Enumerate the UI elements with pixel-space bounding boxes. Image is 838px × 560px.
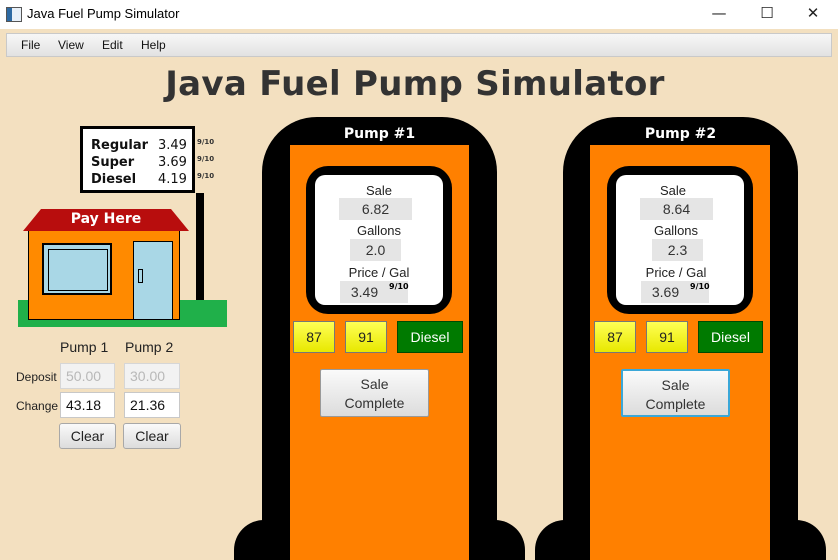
pump1-column-header: Pump 1: [60, 339, 109, 355]
menu-view[interactable]: View: [58, 38, 84, 52]
gallons-value: 2.0: [350, 239, 401, 261]
pump-1-fuel-91-button[interactable]: 91: [345, 321, 387, 353]
maximize-button[interactable]: ☐: [760, 4, 774, 22]
pump-1-sale-complete-button[interactable]: Sale Complete: [320, 369, 429, 417]
store-window: [42, 243, 112, 295]
fuel-name: Diesel: [91, 172, 137, 187]
pump-2-fuel-87-button[interactable]: 87: [594, 321, 636, 353]
sale-value: 6.82: [339, 198, 412, 220]
fuel-price: 3.49: [158, 138, 187, 153]
tenth-cent-icon: 9/10: [197, 172, 215, 180]
deposit-label: Deposit: [16, 370, 57, 384]
price-per-gallon-label: Price / Gal: [645, 265, 707, 280]
menu-help[interactable]: Help: [141, 38, 166, 52]
sale-label: Sale: [659, 183, 687, 198]
window-title: Java Fuel Pump Simulator: [27, 6, 180, 21]
fuel-name: Regular: [91, 138, 149, 153]
pump-2-sale-complete-button[interactable]: Sale Complete: [621, 369, 730, 417]
pump-2-fuel-91-button[interactable]: 91: [646, 321, 688, 353]
pump2-deposit-field: 30.00: [124, 363, 180, 389]
minimize-button[interactable]: —: [711, 4, 727, 22]
change-label: Change: [16, 399, 59, 413]
tenth-cent-icon: 9/10: [197, 138, 215, 146]
pump-2-fuel-diesel-button[interactable]: Diesel: [698, 321, 763, 353]
pump-2-title: Pump #2: [644, 126, 717, 142]
gallons-value: 2.3: [652, 239, 703, 261]
close-button[interactable]: ✕: [806, 4, 820, 22]
sign-post: [196, 193, 204, 318]
price-sign: Regular 3.49 9/10 Super 3.69 9/10 Diesel…: [80, 126, 214, 193]
menu-edit[interactable]: Edit: [102, 38, 123, 52]
gallons-label: Gallons: [356, 223, 402, 238]
tenth-cent-icon: 9/10: [389, 281, 409, 303]
sale-value: 8.64: [640, 198, 713, 220]
tenth-cent-icon: 9/10: [197, 155, 215, 163]
fuel-price: 4.19: [158, 172, 187, 187]
price-value: 3.49: [340, 281, 389, 303]
pump-1-fuel-diesel-button[interactable]: Diesel: [397, 321, 463, 353]
tenth-cent-icon: 9/10: [690, 281, 710, 303]
app-icon: [6, 7, 22, 22]
pay-here-label: Pay Here: [70, 211, 142, 227]
price-value: 3.69: [641, 281, 690, 303]
menu-file[interactable]: File: [21, 38, 41, 52]
store-door: [133, 241, 173, 320]
app-heading: Java Fuel Pump Simulator: [165, 64, 665, 104]
pump1-clear-button[interactable]: Clear: [59, 423, 116, 449]
store-roof: [23, 209, 189, 231]
pump1-change-field[interactable]: 43.18: [60, 392, 115, 418]
menu-bar: File View Edit Help: [6, 33, 832, 57]
pump-1-fuel-87-button[interactable]: 87: [293, 321, 335, 353]
pump1-deposit-field: 50.00: [60, 363, 115, 389]
pump-1-title: Pump #1: [343, 126, 416, 142]
sale-label: Sale: [365, 183, 393, 198]
pump2-change-field[interactable]: 21.36: [124, 392, 180, 418]
window-titlebar: Java Fuel Pump Simulator — ☐ ✕: [0, 0, 838, 29]
gallons-label: Gallons: [653, 223, 699, 238]
pump2-column-header: Pump 2: [125, 339, 174, 355]
fuel-price: 3.69: [158, 155, 187, 170]
pump2-clear-button[interactable]: Clear: [123, 423, 181, 449]
price-per-gallon-label: Price / Gal: [348, 265, 410, 280]
fuel-name: Super: [91, 155, 135, 170]
